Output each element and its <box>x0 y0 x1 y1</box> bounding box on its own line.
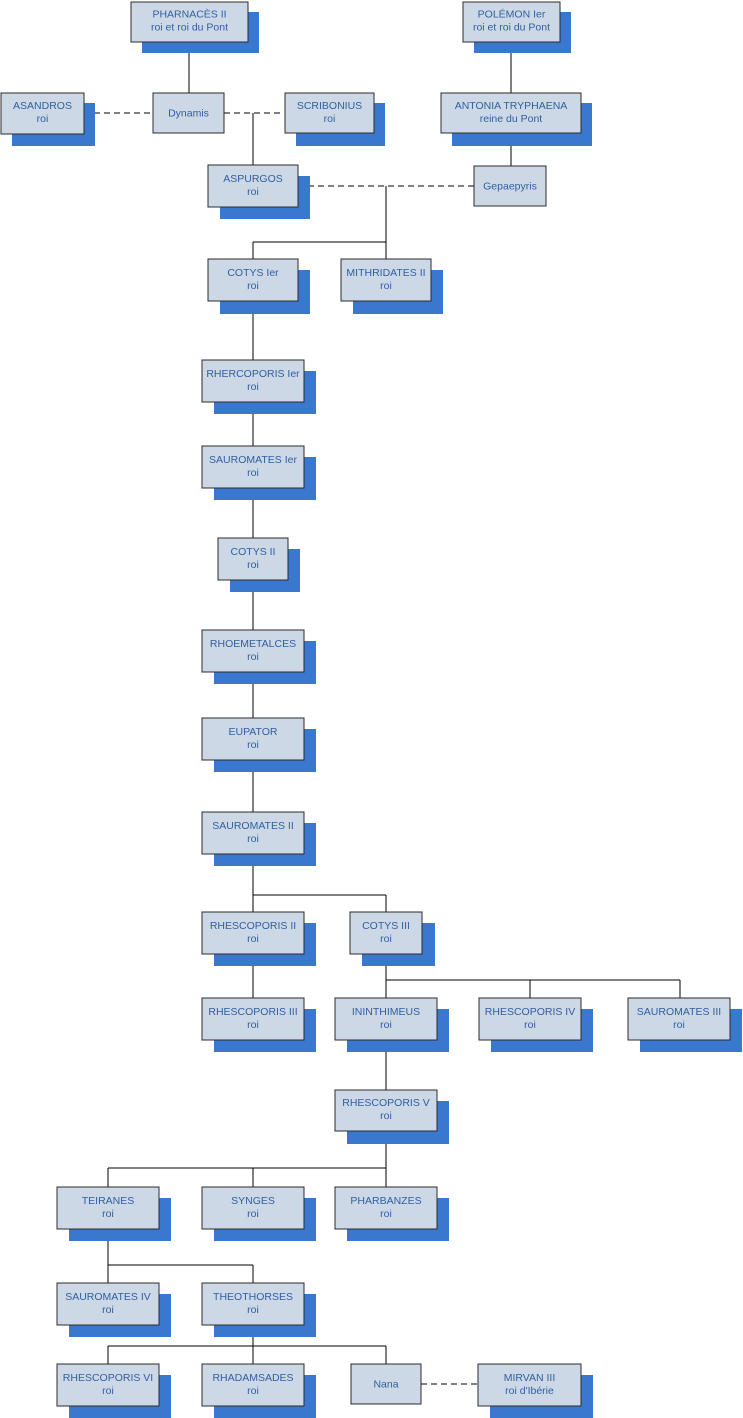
connectors <box>84 42 681 1385</box>
person-sauromates-iii: SAUROMATES III roi <box>627 997 742 1052</box>
person-name: ININTHIMEUS <box>352 1006 420 1018</box>
person-name: RHESCOPORIS IV <box>485 1006 575 1018</box>
person-name: SAUROMATES IV <box>65 1291 151 1303</box>
person-name: RHOEMETALCES <box>210 638 296 650</box>
person-gepaepyris: Gepaepyris <box>473 165 547 207</box>
person-title: reine du Pont <box>480 113 543 125</box>
person-title: roi <box>673 1019 685 1031</box>
person-asandros: ASANDROS roi <box>0 92 95 146</box>
person-title: roi <box>247 1304 259 1316</box>
person-name: RHESCOPORIS III <box>208 1006 297 1018</box>
person-rhescoporis-vi: RHESCOPORIS VI roi <box>56 1363 171 1418</box>
person-mirvan-iii: MIRVAN III roi d'Ibérie <box>477 1363 593 1418</box>
person-rhadamsades: RHADAMSADES roi <box>201 1363 316 1418</box>
person-name: ASANDROS <box>13 100 72 112</box>
person-aspurgos: ASPURGOS roi <box>207 164 310 219</box>
person-rhescoporis-ii: RHESCOPORIS II roi <box>201 911 316 966</box>
person-sauromates-ii: SAUROMATES II roi <box>201 811 316 866</box>
person-name: PHARNACÈS II <box>152 8 226 21</box>
person-name: RHADAMSADES <box>212 1372 293 1384</box>
person-polemon-i: POLÉMON Ier roi et roi du Pont <box>462 1 571 53</box>
person-title: roi <box>524 1019 536 1031</box>
person-title: roi d'Ibérie <box>505 1385 554 1397</box>
person-name: ASPURGOS <box>223 173 283 185</box>
person-name: Dynamis <box>168 108 209 120</box>
person-cotys-iii: COTYS III roi <box>349 911 435 966</box>
person-title: roi <box>247 933 259 945</box>
person-antonia-tryphaena: ANTONIA TRYPHAENA reine du Pont <box>440 92 592 146</box>
person-sauromates-i: SAUROMATES Ier roi <box>201 445 316 500</box>
person-title: roi et roi du Pont <box>151 22 228 34</box>
person-name: COTYS II <box>231 546 276 558</box>
person-ininthimeus: ININTHIMEUS roi <box>334 997 449 1052</box>
person-name: PHARBANZES <box>350 1195 421 1207</box>
person-title: roi <box>247 1019 259 1031</box>
person-name: SAUROMATES III <box>637 1006 721 1018</box>
person-title: roi <box>324 113 336 125</box>
person-title: roi <box>247 651 259 663</box>
person-rhescoporis-v: RHESCOPORIS V roi <box>334 1089 449 1144</box>
person-title: roi <box>247 833 259 845</box>
person-rhercoporis-i: RHERCOPORIS Ier roi <box>201 359 316 414</box>
person-title: roi <box>247 1208 259 1220</box>
person-name: SAUROMATES II <box>212 820 293 832</box>
person-nana: Nana <box>350 1363 422 1405</box>
person-title: roi <box>380 280 392 292</box>
person-title: roi <box>37 113 49 125</box>
person-cotys-i: COTYS Ier roi <box>207 258 310 314</box>
person-title: roi et roi du Pont <box>473 22 550 34</box>
person-title: roi <box>247 1385 259 1397</box>
person-name: EUPATOR <box>228 726 277 738</box>
person-synges: SYNGES roi <box>201 1186 316 1241</box>
person-dynamis: Dynamis <box>152 92 225 134</box>
person-name: RHESCOPORIS V <box>342 1097 430 1109</box>
person-title: roi <box>380 1019 392 1031</box>
person-name: ANTONIA TRYPHAENA <box>455 100 568 112</box>
person-name: SYNGES <box>231 1195 275 1207</box>
person-name: COTYS Ier <box>227 267 279 279</box>
person-title: roi <box>247 280 259 292</box>
person-name: TEIRANES <box>82 1195 135 1207</box>
person-title: roi <box>247 559 259 571</box>
person-rhescoporis-iv: RHESCOPORIS IV roi <box>478 997 593 1052</box>
person-teiranes: TEIRANES roi <box>56 1186 171 1241</box>
person-name: RHESCOPORIS II <box>210 920 296 932</box>
person-name: SAUROMATES Ier <box>209 454 297 466</box>
person-name: THEOTHORSES <box>213 1291 293 1303</box>
person-scribonius: SCRIBONIUS roi <box>284 92 385 146</box>
person-name: MIRVAN III <box>504 1372 556 1384</box>
person-theothorses: THEOTHORSES roi <box>201 1282 316 1337</box>
person-name: Nana <box>373 1379 398 1391</box>
person-title: roi <box>102 1208 114 1220</box>
person-name: Gepaepyris <box>483 181 537 193</box>
person-name: RHERCOPORIS Ier <box>206 368 300 380</box>
person-title: roi <box>102 1385 114 1397</box>
person-name: COTYS III <box>362 920 410 932</box>
person-title: roi <box>380 1110 392 1122</box>
person-pharbanzes: PHARBANZES roi <box>334 1186 449 1241</box>
person-rhoemetalces: RHOEMETALCES roi <box>201 629 316 684</box>
person-name: RHESCOPORIS VI <box>63 1372 153 1384</box>
person-title: roi <box>380 933 392 945</box>
person-title: roi <box>247 186 259 198</box>
person-title: roi <box>247 467 259 479</box>
person-title: roi <box>247 381 259 393</box>
person-name: SCRIBONIUS <box>297 100 362 112</box>
person-cotys-ii: COTYS II roi <box>217 537 300 592</box>
person-eupator: EUPATOR roi <box>201 717 316 772</box>
person-rhescoporis-iii: RHESCOPORIS III roi <box>201 997 316 1052</box>
person-title: roi <box>102 1304 114 1316</box>
person-pharnaces-ii: PHARNACÈS II roi et roi du Pont <box>130 1 259 53</box>
person-name: POLÉMON Ier <box>478 8 546 21</box>
person-title: roi <box>247 739 259 751</box>
person-sauromates-iv: SAUROMATES IV roi <box>56 1282 171 1337</box>
person-mithridates-ii: MITHRIDATES II roi <box>340 258 443 314</box>
person-name: MITHRIDATES II <box>346 267 425 279</box>
person-title: roi <box>380 1208 392 1220</box>
